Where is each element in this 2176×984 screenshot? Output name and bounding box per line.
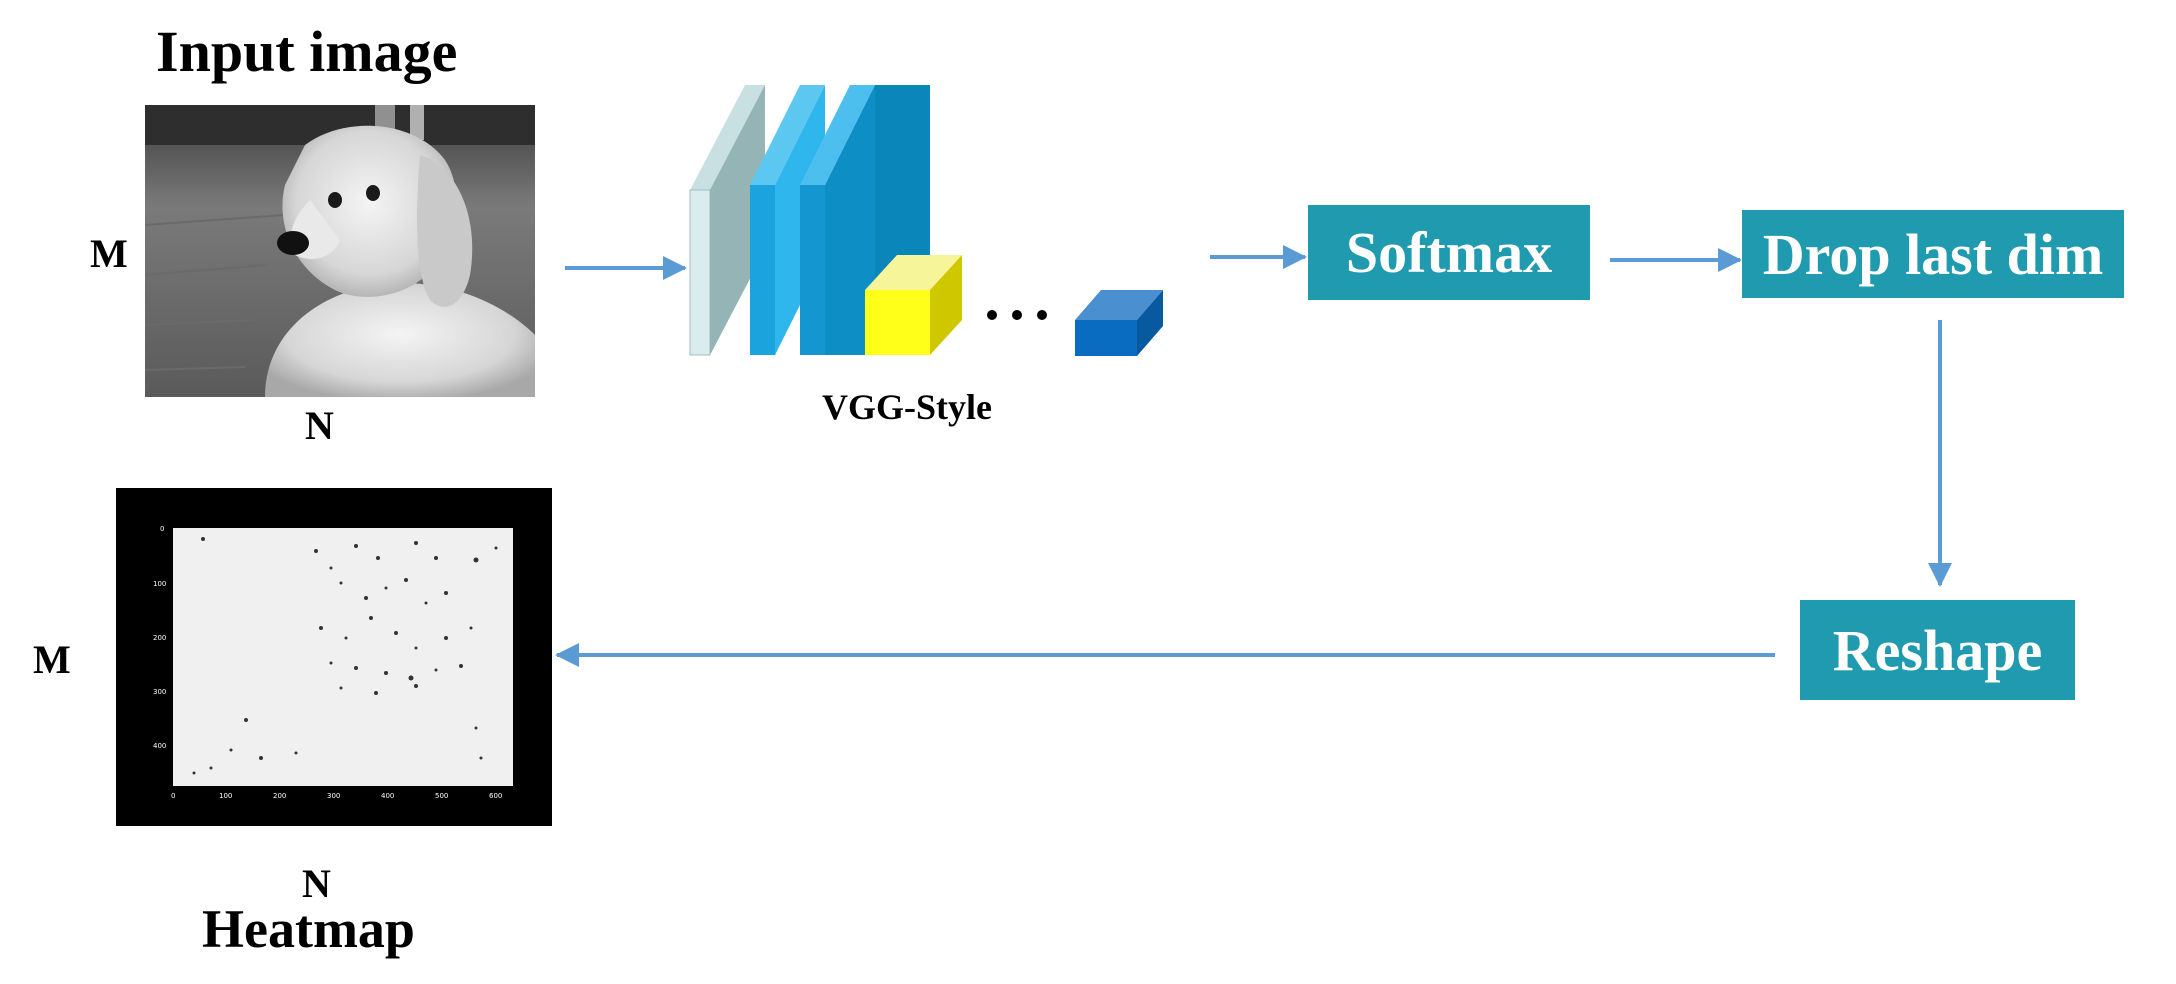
heatmap-x-ticks: 0 100 200 300 400 500 600 bbox=[171, 792, 502, 800]
conv-layer-1 bbox=[689, 85, 765, 356]
heatmap-graphic: 0 100 200 300 400 0 100 200 300 400 500 … bbox=[153, 525, 513, 800]
drop-last-dim-box: Drop last dim bbox=[1742, 210, 2124, 298]
heatmap-y-tick: 100 bbox=[153, 580, 166, 588]
input-height-label: M bbox=[90, 231, 128, 276]
reshape-box: Reshape bbox=[1800, 600, 2075, 700]
heatmap-x-tick: 200 bbox=[273, 792, 286, 800]
heatmap-x-tick: 100 bbox=[219, 792, 232, 800]
input-width-label: N bbox=[305, 403, 334, 448]
heatmap-y-ticks: 0 100 200 300 400 bbox=[153, 525, 166, 750]
heatmap-y-tick: 0 bbox=[160, 525, 164, 533]
input-image-title: Input image bbox=[156, 19, 458, 84]
conv-block-yellow bbox=[865, 255, 962, 355]
output-height-label: M bbox=[33, 637, 71, 682]
output-width-label: N bbox=[302, 861, 331, 906]
ellipsis-dots bbox=[987, 310, 1047, 320]
heatmap-x-tick: 300 bbox=[327, 792, 340, 800]
heatmap-x-tick: 0 bbox=[171, 792, 175, 800]
network-caption: VGG-Style bbox=[822, 387, 992, 427]
heatmap-title: Heatmap bbox=[202, 899, 415, 959]
heatmap-y-tick: 300 bbox=[153, 688, 166, 696]
softmax-box: Softmax bbox=[1308, 205, 1590, 300]
heatmap-image: 0 100 200 300 400 0 100 200 300 400 500 … bbox=[116, 488, 552, 826]
heatmap-x-tick: 600 bbox=[489, 792, 502, 800]
conv-layer-2 bbox=[750, 85, 825, 355]
dog-photo-graphic bbox=[145, 105, 535, 397]
input-photo bbox=[145, 105, 535, 397]
heatmap-x-tick: 400 bbox=[381, 792, 394, 800]
heatmap-x-tick: 500 bbox=[435, 792, 448, 800]
heatmap-y-tick: 400 bbox=[153, 742, 166, 750]
conv-block-final bbox=[1075, 290, 1163, 356]
heatmap-y-tick: 200 bbox=[153, 634, 166, 642]
